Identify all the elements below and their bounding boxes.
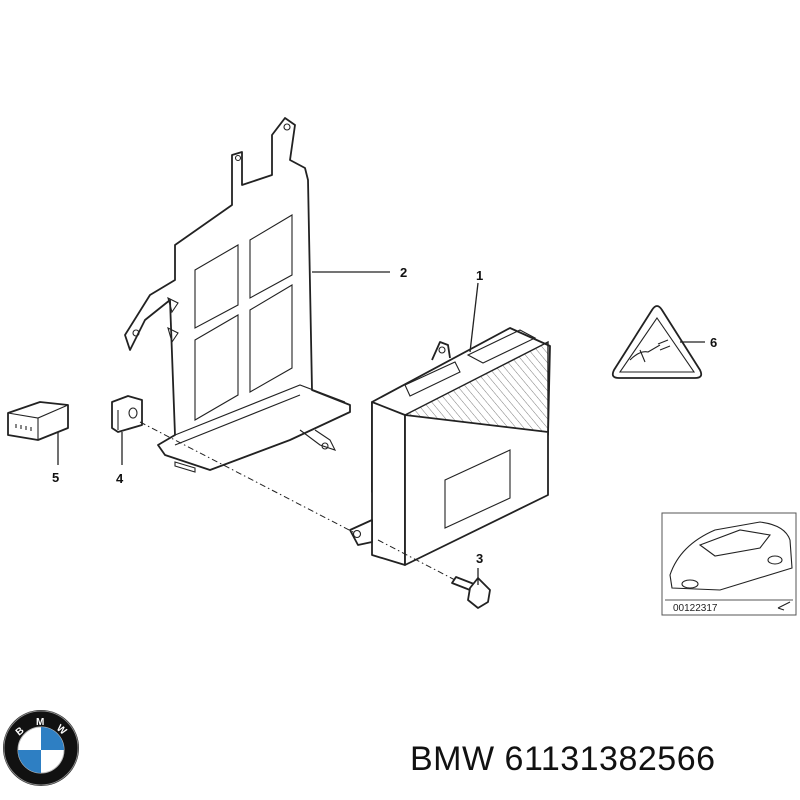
callout-5: 5 <box>52 470 59 485</box>
svg-text:M: M <box>36 717 44 728</box>
vehicle-thumbnail: 00122317 <box>661 512 797 616</box>
warning-label-part <box>611 305 703 379</box>
arrow-icon <box>777 601 791 611</box>
callout-2: 2 <box>400 265 407 280</box>
alignment-line <box>139 421 456 581</box>
part-number-caption: BMW 61131382566 <box>410 740 716 778</box>
callout-4: 4 <box>116 471 124 486</box>
control-module-part <box>349 327 551 566</box>
bmw-roundel-logo-icon: B M W <box>3 710 79 786</box>
clip-nut-part <box>111 395 143 433</box>
leader-lines <box>57 271 705 585</box>
mounting-bracket-part <box>124 117 351 473</box>
thumbnail-code: 00122317 <box>673 603 718 614</box>
callout-3: 3 <box>476 551 483 566</box>
screw-part <box>451 576 491 609</box>
callout-6: 6 <box>710 335 717 350</box>
callout-1: 1 <box>476 268 483 283</box>
connector-part <box>7 401 69 441</box>
